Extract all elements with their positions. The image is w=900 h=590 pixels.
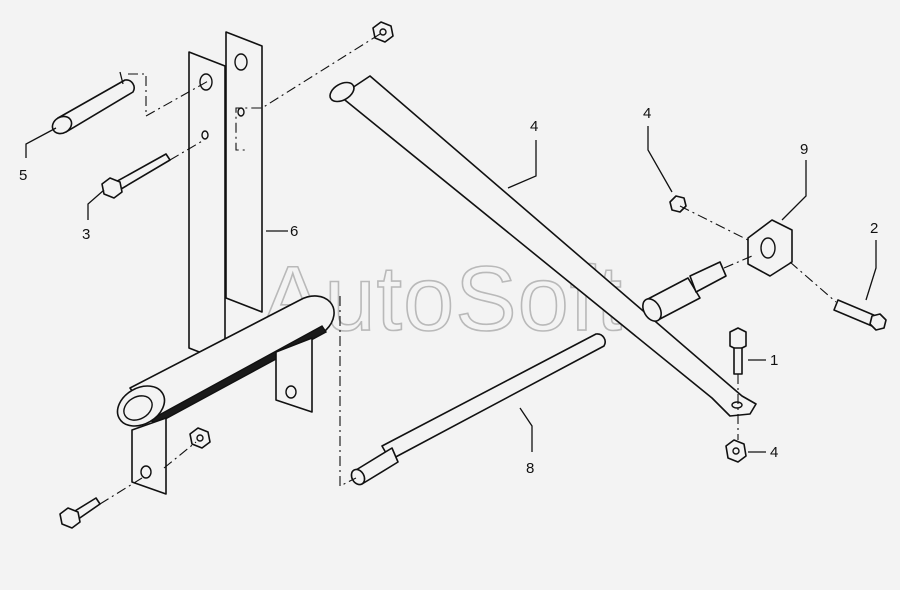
bolt-1 — [729, 327, 747, 375]
centerline — [99, 477, 143, 505]
centerline — [339, 296, 357, 487]
bracket-lower-tab — [131, 417, 167, 495]
centerline — [128, 73, 211, 117]
arm-sleeve — [329, 81, 355, 103]
callout-4-top: 4 — [643, 105, 651, 122]
leader-6 — [507, 140, 537, 189]
pin-body — [57, 79, 135, 133]
leader-8 — [519, 407, 533, 452]
clamp-shaft — [642, 261, 727, 322]
nut-lower-tab — [189, 427, 211, 449]
clamp-shaft-stub — [689, 261, 727, 293]
bracket-tube — [129, 295, 335, 423]
callout-7: 6 — [290, 223, 298, 240]
callout-9: 9 — [800, 141, 808, 158]
centerline — [723, 255, 753, 269]
nut-bore — [732, 447, 740, 455]
centerline — [679, 205, 749, 241]
callout-6: 4 — [530, 118, 538, 135]
callout-8: 8 — [526, 460, 534, 477]
leader-3 — [87, 189, 105, 220]
clamp-9 — [747, 219, 793, 277]
bracket-upright-front — [188, 51, 226, 363]
upright-hole-small — [201, 130, 209, 140]
leader-2 — [865, 240, 877, 301]
pin-hole-mark — [119, 71, 124, 85]
callout-2: 2 — [870, 220, 878, 237]
leader-4-top — [647, 126, 673, 193]
centerline — [789, 261, 837, 303]
nut-4-bottom — [725, 439, 747, 463]
callout-3: 3 — [82, 226, 90, 243]
bolt-3 — [101, 153, 171, 199]
bracket-rear-tab — [275, 337, 313, 413]
bolt-1-shank — [733, 347, 743, 375]
shaft-8 — [350, 333, 606, 486]
bolt-bottom-left — [59, 497, 101, 529]
bracket-assembly-7 — [116, 31, 335, 495]
clamp-shaft-end — [642, 298, 662, 322]
bolt-2 — [833, 299, 887, 331]
bolt-2-head — [869, 313, 887, 331]
arm-end-hole — [731, 401, 743, 409]
bolt-3-head — [101, 177, 123, 199]
callout-1: 1 — [770, 352, 778, 369]
callout-5: 5 — [19, 167, 27, 184]
shaft-body — [381, 333, 606, 461]
arm-body — [339, 75, 757, 417]
callout-4-bottom: 4 — [770, 444, 778, 461]
nut-bore — [196, 434, 204, 442]
bracket-upright-back — [225, 31, 263, 313]
leader-5 — [25, 127, 57, 158]
arm-6 — [329, 75, 757, 417]
assembly-centerlines — [99, 33, 837, 505]
nut — [669, 195, 687, 213]
clamp-bore — [760, 237, 776, 259]
bolt-1-head — [729, 327, 747, 351]
centerline — [169, 139, 205, 161]
callouts: 5 3 6 4 4 9 2 1 4 8 — [19, 105, 878, 477]
centerline — [235, 33, 381, 151]
upright-hole — [234, 53, 248, 71]
upright-hole-small — [237, 107, 245, 117]
nut-top — [372, 21, 394, 43]
nut-4-top — [669, 195, 687, 213]
tube-bore — [123, 395, 153, 421]
nut-bore — [379, 28, 387, 36]
centerline — [163, 441, 197, 469]
pin-5 — [51, 71, 135, 135]
bolt-head — [59, 507, 81, 529]
tab-hole — [285, 385, 297, 399]
tab-hole — [140, 465, 152, 479]
leader-9 — [781, 160, 807, 221]
